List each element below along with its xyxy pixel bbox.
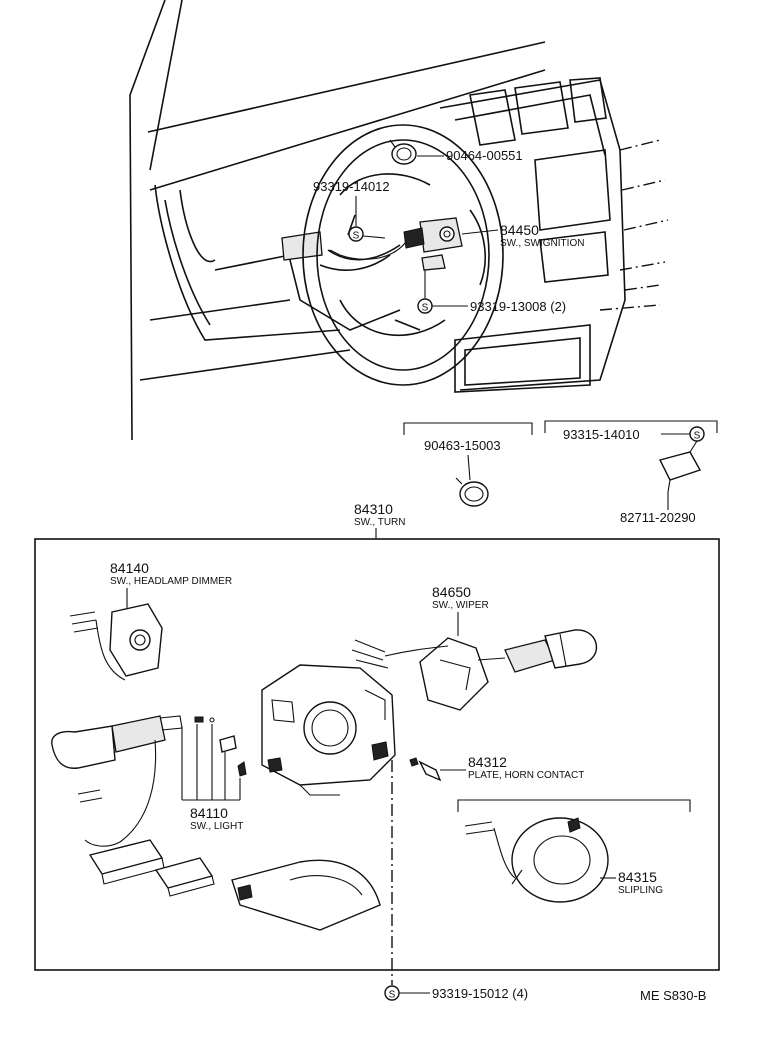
screw-symbol-icon: S [689,426,705,442]
screw-symbol-icon: S [348,226,364,242]
diagram-code: ME S830-B [640,988,706,1003]
connector-parts-drawing [88,839,381,931]
callout-84450: 84450 [500,222,539,238]
wiper-switch-drawing [351,629,597,711]
clamp-90464-drawing [389,139,444,165]
steering-wheel-drawing [302,124,504,386]
screw-symbol-icon: S [384,985,400,1001]
headlamp-dimmer-drawing [69,603,163,681]
callout-84650-desc: SW., WIPER [432,600,489,611]
callout-93319-13008: 93319-13008 (2) [470,299,566,314]
callout-84310-desc: SW., TURN [354,517,405,528]
slip-ring-drawing [464,817,616,903]
ignition-switch-drawing [329,217,499,271]
callout-84450-desc: SW., SWIGNITION [500,238,584,249]
combination-switch-drawing [261,664,396,796]
callout-84110-desc: SW., LIGHT [190,821,243,832]
callout-84110: 84110 [190,805,228,821]
horn-contact-plate-drawing [409,757,466,782]
callout-84140: 84140 [110,560,149,576]
svg-text:S: S [694,431,701,442]
callout-82711: 82711-20290 [620,510,696,525]
callout-84315-desc: SLIPLING [618,885,663,896]
svg-text:S: S [422,303,429,314]
callout-93315: 93315-14010 [563,427,640,442]
svg-text:S: S [353,231,360,242]
screw-symbol-icon: S [417,298,433,314]
bracket-82711-drawing [658,440,702,510]
turn-switch-frame [34,538,720,971]
callout-84310: 84310 [354,501,393,517]
callout-84140-desc: SW., HEADLAMP DIMMER [110,576,232,587]
callout-84315: 84315 [618,869,657,885]
callout-84650: 84650 [432,584,471,600]
clamp-90463-drawing [455,477,489,507]
callout-90463: 90463-15003 [424,438,501,453]
dashboard-drawing [129,0,669,441]
callout-84312: 84312 [468,754,507,770]
callout-93319-14012: 93319-14012 [313,179,390,194]
light-switch-drawing [51,715,247,847]
callout-90464: 90464-00551 [446,148,523,163]
callout-84312-desc: PLATE, HORN CONTACT [468,770,584,781]
svg-text:S: S [389,990,396,1001]
callout-93319-15012: 93319-15012 (4) [432,986,528,1001]
